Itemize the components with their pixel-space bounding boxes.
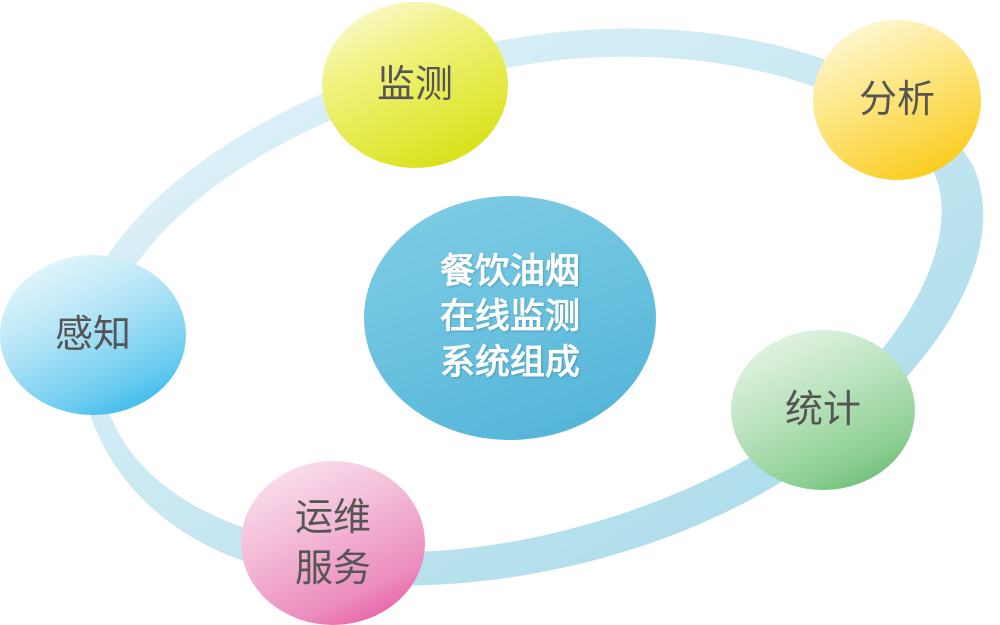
node-ops-service: 运维 服务	[241, 461, 425, 625]
node-analyze: 分析	[813, 20, 981, 180]
center-title-bubble: 餐饮油烟 在线监测 系统组成	[364, 196, 656, 440]
node-sense: 感知	[0, 255, 186, 415]
node-ops-label-line2: 服务	[294, 546, 371, 590]
center-title-line2: 在线监测	[439, 297, 580, 338]
node-analyze-label: 分析	[858, 77, 935, 122]
center-title-line3: 系统组成	[439, 342, 580, 383]
node-stats-label: 统计	[784, 387, 861, 432]
node-ops-label-line1: 运维	[294, 494, 371, 539]
node-monitor-label: 监测	[376, 62, 453, 107]
node-stats: 统计	[731, 330, 915, 490]
node-sense-label: 感知	[54, 312, 131, 357]
node-monitor: 监测	[322, 2, 508, 168]
center-title-line1: 餐饮油烟	[439, 251, 580, 292]
